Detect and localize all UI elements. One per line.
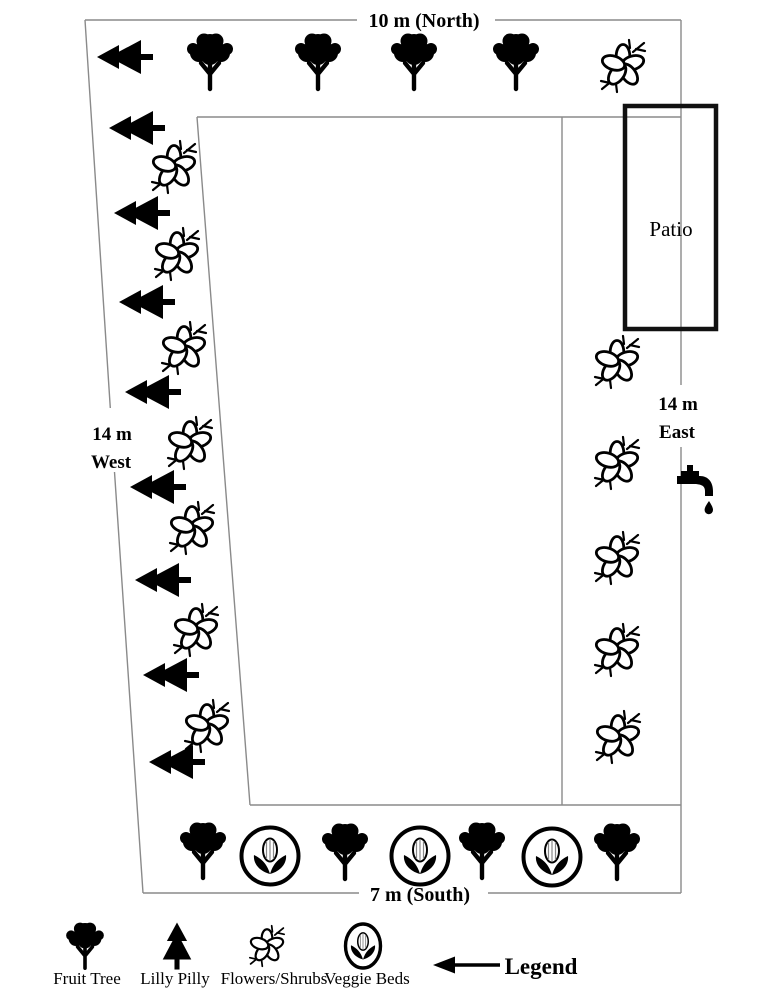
lilly-pilly-icon (97, 40, 153, 74)
fruit-tree-icon (187, 34, 233, 90)
flower-icon (160, 320, 208, 376)
legend-items: Fruit Tree Lilly Pilly Flowers/ShrubsVeggi… (53, 922, 410, 988)
flower-icon (150, 139, 198, 195)
lilly-pilly-icon (143, 658, 199, 692)
flower-icon (153, 226, 201, 282)
legend-lilly-pilly-icon (163, 922, 192, 969)
flower-icon (593, 530, 641, 586)
legend-title: Legend (505, 954, 578, 979)
veggie-bed-icon (392, 828, 449, 885)
flower-icon (593, 334, 641, 390)
lilly-pilly-icon (130, 470, 186, 504)
west-dimension-direction: West (91, 452, 132, 473)
flower-icon (593, 622, 641, 678)
lilly-pilly-icon (119, 285, 175, 319)
veggie-bed-icon (524, 829, 581, 886)
lilly-pilly-icon (114, 196, 170, 230)
east-dimension-length: 14 m (658, 394, 698, 415)
fruit-tree-icon (594, 824, 640, 880)
flower-icon (594, 709, 642, 765)
flower-icon (183, 698, 231, 754)
legend-arrowhead-icon (433, 956, 455, 974)
patio-label: Patio (649, 217, 692, 241)
east-dimension-direction: East (659, 422, 696, 443)
legend-item-label: Lilly Pilly (140, 969, 210, 988)
legend-item-label: Fruit Tree (53, 969, 121, 988)
flower-icon (593, 435, 641, 491)
south-dimension-label: 7 m (South) (370, 884, 470, 906)
patio (622, 103, 719, 332)
flower-icon (168, 500, 216, 556)
north-dimension-label: 10 m (North) (368, 10, 479, 32)
outer-boundary (84, 19, 682, 894)
fruit-tree-icon (493, 34, 539, 90)
flower-icon (599, 38, 647, 94)
legend: Legend Fruit Tree Lilly Pilly Flowers/Shru… (53, 922, 578, 988)
fruit-tree-icon (322, 824, 368, 880)
flower-icon (172, 602, 220, 658)
fruit-tree-icon (459, 823, 505, 879)
fruit-tree-icon (180, 823, 226, 879)
lilly-pilly-icon (125, 375, 181, 409)
west-dimension-length: 14 m (92, 424, 132, 445)
legend-veggie-bed-oval-icon (346, 924, 381, 968)
plants-layer (97, 34, 713, 886)
lilly-pilly-icon (109, 111, 165, 145)
fruit-tree-icon (295, 34, 341, 90)
lilly-pilly-icon (149, 745, 205, 779)
legend-fruit-tree-icon (66, 923, 104, 969)
legend-item-label: Veggie Beds (324, 969, 409, 988)
legend-item-label: Flowers/Shrubs (221, 969, 328, 988)
lilly-pilly-icon (135, 563, 191, 597)
legend-flower-icon (249, 926, 284, 967)
veggie-bed-icon (242, 828, 299, 885)
tap-icon (677, 465, 713, 515)
inner-boundary (196, 116, 681, 806)
flower-icon (166, 415, 214, 471)
fruit-tree-icon (391, 34, 437, 90)
